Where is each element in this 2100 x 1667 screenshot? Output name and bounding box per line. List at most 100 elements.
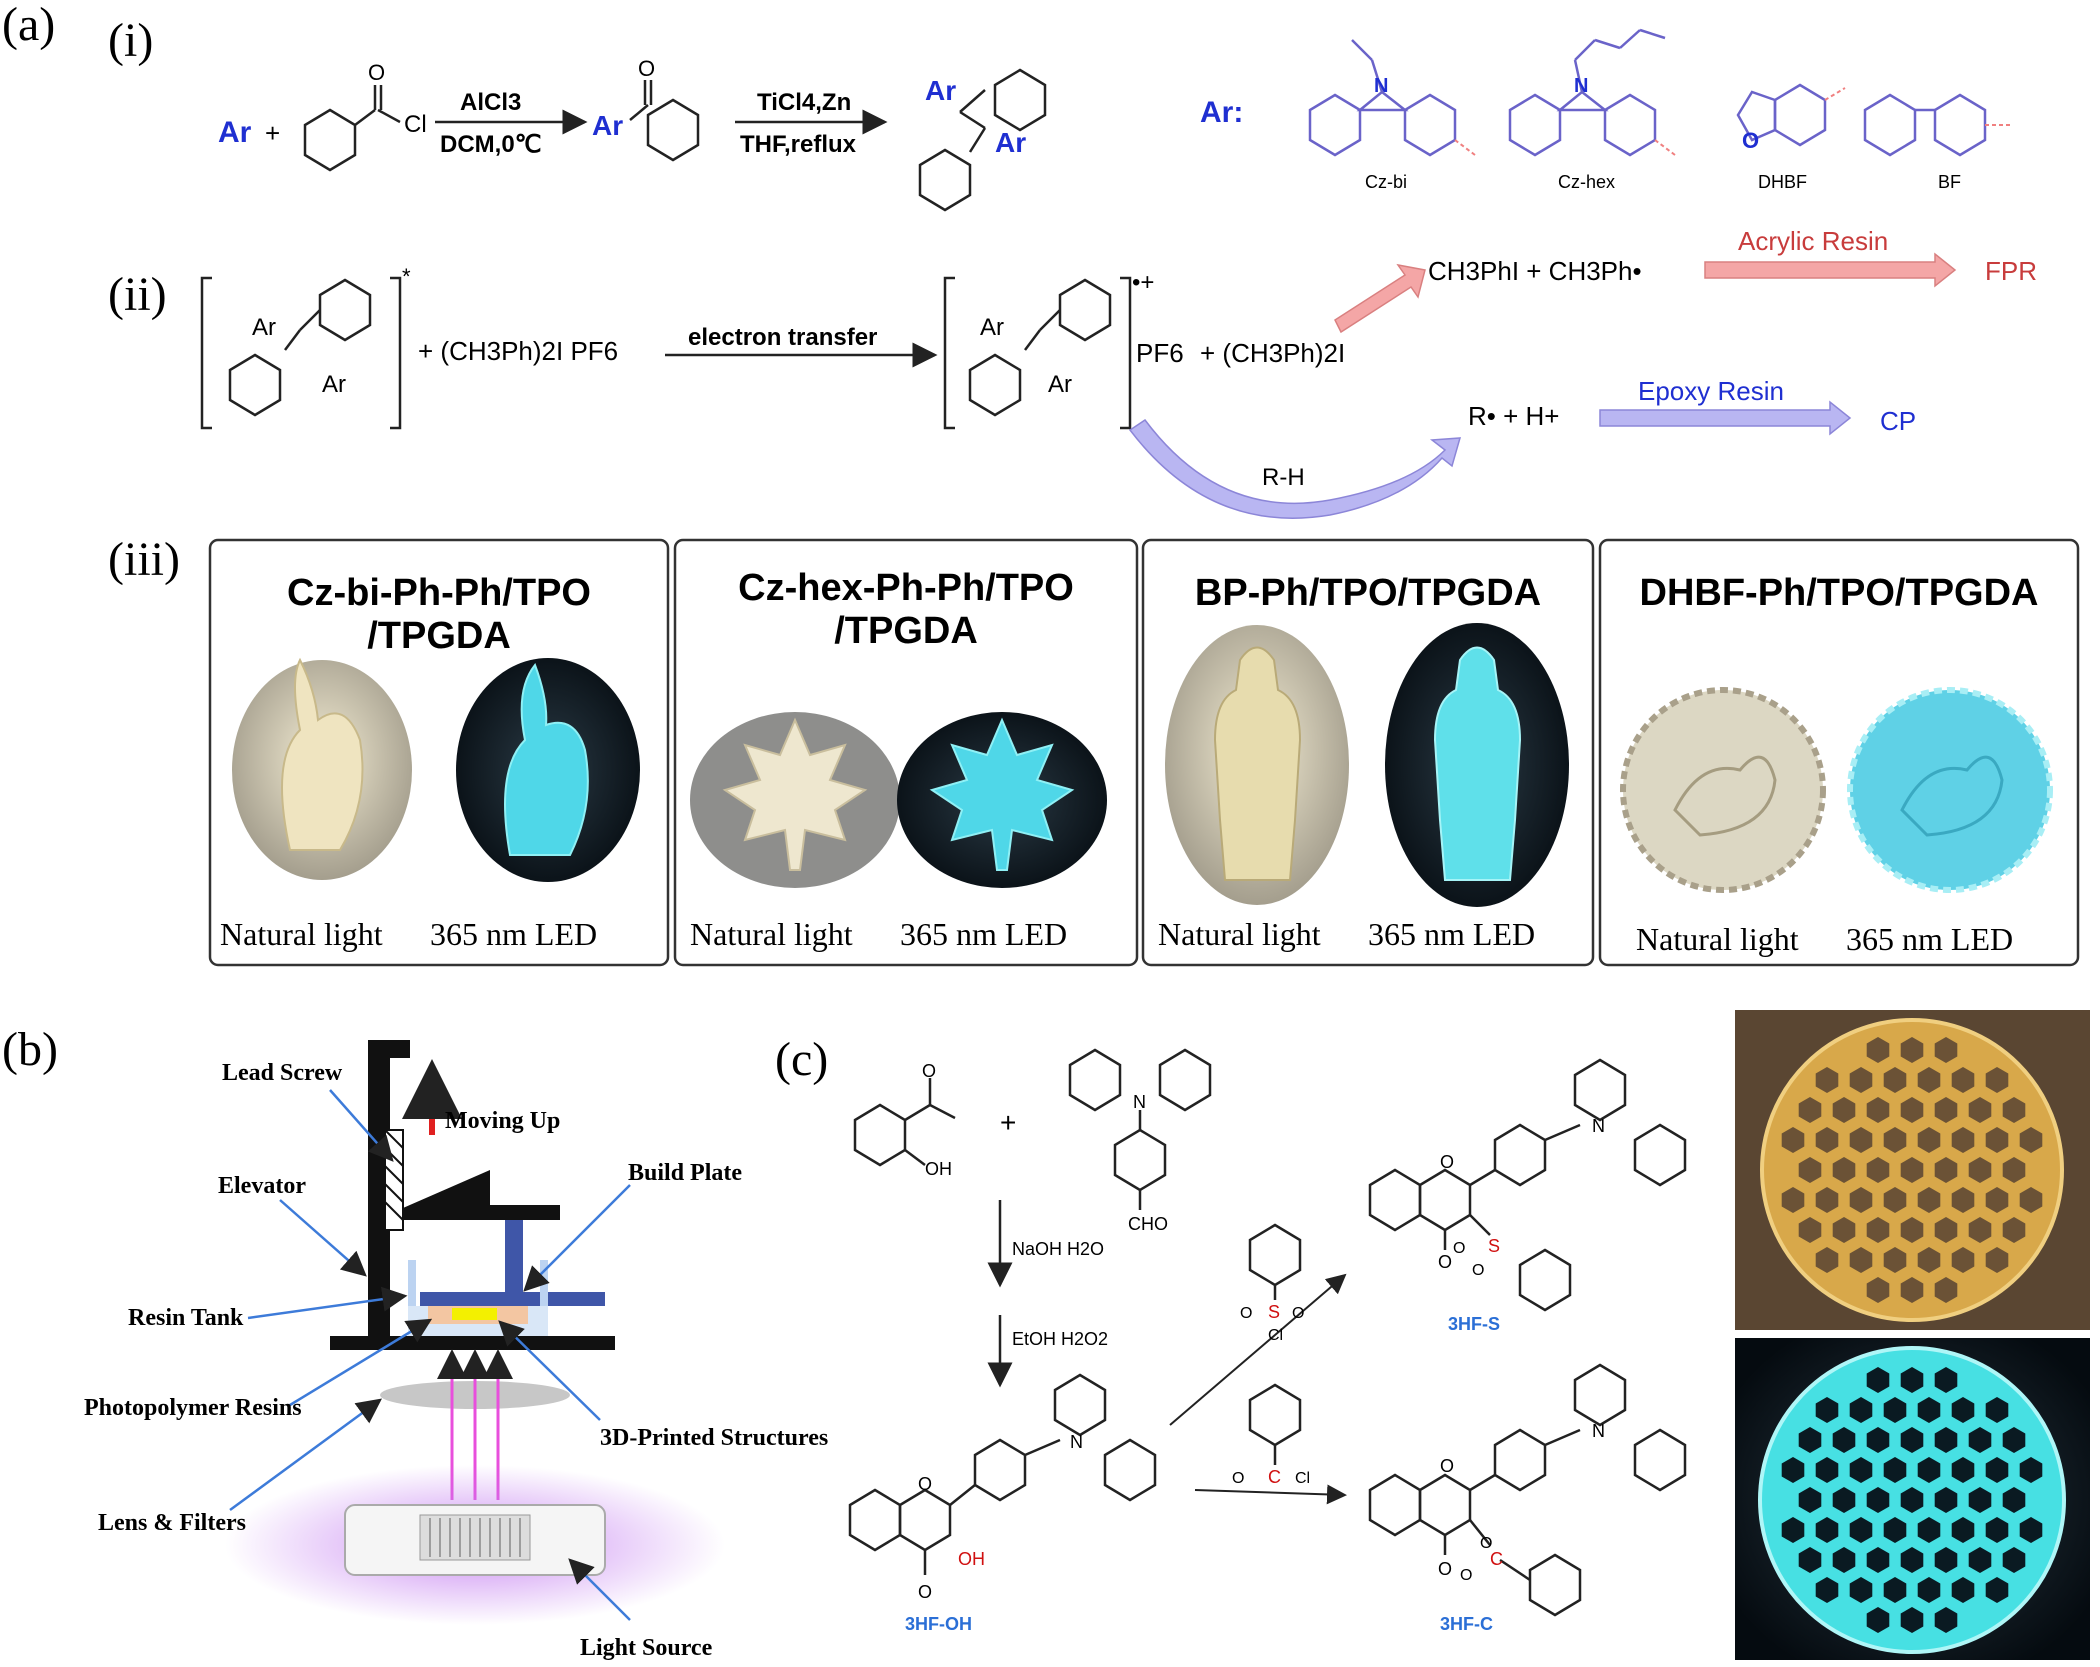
honeycomb-hole (1934, 1097, 1958, 1123)
honeycomb-hole (1917, 1517, 1941, 1543)
honeycomb-hole (1781, 1127, 1805, 1153)
iodine-radical: + (CH3Ph)2I (1200, 338, 1345, 368)
s-o-dbl: O (1472, 1262, 1484, 1279)
box4-coin-uv (1847, 687, 2053, 893)
s-s: S (1488, 1236, 1500, 1256)
honeycomb-hole (2002, 1547, 2026, 1573)
box1-caption-natural: Natural light (220, 916, 383, 952)
honeycomb-hole (1815, 1577, 1839, 1603)
box2-title-line2: /TPGDA (834, 610, 978, 652)
label-photopolymer: Photopolymer Resins (84, 1395, 302, 1421)
honeycomb-hole (1917, 1187, 1941, 1213)
honeycomb-hole (1951, 1577, 1975, 1603)
dhbf-structure (1736, 83, 1846, 147)
box3-warrior-uv (1433, 646, 1522, 881)
honeycomb-holes-uv (1781, 1367, 2043, 1633)
radical-cation-structure (968, 278, 1112, 417)
honeycomb-hole (1934, 1427, 1958, 1453)
elevator-arm (403, 1170, 490, 1220)
honeycomb-hole (1866, 1487, 1890, 1513)
honeycomb-hole (1951, 1127, 1975, 1153)
c-cl-c: Cl (1295, 1470, 1310, 1487)
honeycomb-hole (1815, 1457, 1839, 1483)
honeycomb-hole (1900, 1157, 1924, 1183)
printed-structure (452, 1308, 497, 1320)
c-step2: EtOH H2O2 (1012, 1329, 1108, 1349)
label-3d-structures: 3D-Printed Structures (600, 1425, 828, 1451)
acrylic-resin-label: Acrylic Resin (1738, 226, 1888, 256)
honeycomb-hole (1917, 1577, 1941, 1603)
honeycomb-hole (2019, 1127, 2043, 1153)
honeycomb-hole (1900, 1547, 1924, 1573)
group-cz-bi: Cz-bi (1365, 172, 1407, 192)
box3-warrior-natural (1213, 646, 1302, 881)
panel-label-b: (b) (2, 1023, 58, 1076)
product-ar-1: Ar (925, 75, 956, 106)
honeycomb-hole (1900, 1097, 1924, 1123)
honeycomb-hole (2019, 1457, 2043, 1483)
honeycomb-hole (1883, 1517, 1907, 1543)
honeycomb-hole (1849, 1247, 1873, 1273)
label-3hf-s: 3HF-S (1448, 1314, 1500, 1334)
honeycomb-hole (1917, 1457, 1941, 1483)
s-n: N (1592, 1116, 1605, 1136)
honeycomb-hole (1815, 1187, 1839, 1213)
box2-caption-natural: Natural light (690, 916, 853, 952)
ar-excited-2: Ar (322, 371, 346, 398)
box3-caption-natural: Natural light (1158, 916, 1321, 952)
box4-dog-uv (1900, 755, 2004, 837)
honeycomb-hole (1798, 1097, 1822, 1123)
label-3hf-oh: 3HF-OH (905, 1614, 972, 1634)
panel-label-c: (c) (775, 1033, 828, 1086)
epoxy-resin-label: Epoxy Resin (1638, 376, 1784, 406)
honeycomb-hole (1883, 1187, 1907, 1213)
honeycomb-hole (1883, 1457, 1907, 1483)
box1-rabbit-natural (281, 657, 364, 851)
label-build-plate: Build Plate (628, 1160, 742, 1186)
chloride-cl: Cl (404, 111, 427, 138)
honeycomb-hole (1934, 1367, 1958, 1393)
build-plate (420, 1292, 605, 1306)
honeycomb-hole (1951, 1247, 1975, 1273)
honeycomb-hole (1849, 1577, 1873, 1603)
label-lead-screw: Lead Screw (222, 1060, 343, 1086)
honeycomb-hole (1832, 1097, 1856, 1123)
honeycomb-hole (1934, 1277, 1958, 1303)
c-so-2: O (1292, 1305, 1304, 1322)
honeycomb-hole (1832, 1427, 1856, 1453)
honeycomb-hole (1866, 1037, 1890, 1063)
honeycomb-hole (2019, 1187, 2043, 1213)
honeycomb-hole (1781, 1457, 1805, 1483)
honeycomb-hole (1968, 1487, 1992, 1513)
c-so-1: O (1240, 1305, 1252, 1322)
c-c-ester: C (1490, 1549, 1503, 1569)
ar-reactant: Ar (218, 116, 252, 149)
group-bf: BF (1938, 172, 1961, 192)
honeycomb-hole (1798, 1427, 1822, 1453)
honeycomb-hole (1934, 1607, 1958, 1633)
bf-structure (1863, 93, 2010, 157)
flavonol-3hf-s (1368, 1058, 1687, 1312)
box2-leaf-uv (929, 717, 1075, 871)
fpr-label: FPR (1985, 256, 2037, 286)
resin-tank-left-wall (408, 1260, 416, 1335)
red-branch-arrow (1334, 263, 1426, 334)
honeycomb-hole (1781, 1517, 1805, 1543)
c-o-ketone-1: O (918, 1582, 932, 1602)
box1-title-line2: /TPGDA (367, 615, 511, 657)
pf6-anion: PF6 (1136, 338, 1184, 368)
ketone-structure (629, 80, 700, 162)
honeycomb-hole (1985, 1397, 2009, 1423)
honeycomb-hole (1985, 1127, 2009, 1153)
honeycomb-hole (1900, 1277, 1924, 1303)
honeycomb-holes-natural (1781, 1037, 2043, 1303)
honeycomb-hole (1798, 1487, 1822, 1513)
box1-title-line1: Cz-bi-Ph-Ph/TPO (287, 572, 591, 614)
honeycomb-hole (1968, 1547, 1992, 1573)
ketone-ar: Ar (592, 110, 623, 141)
honeycomb-hole (1866, 1367, 1890, 1393)
ar-cation-2: Ar (1048, 371, 1072, 398)
epoxy-resin-arrow (1599, 400, 1852, 436)
honeycomb-hole (2002, 1487, 2026, 1513)
c-plus: + (1000, 1107, 1016, 1138)
